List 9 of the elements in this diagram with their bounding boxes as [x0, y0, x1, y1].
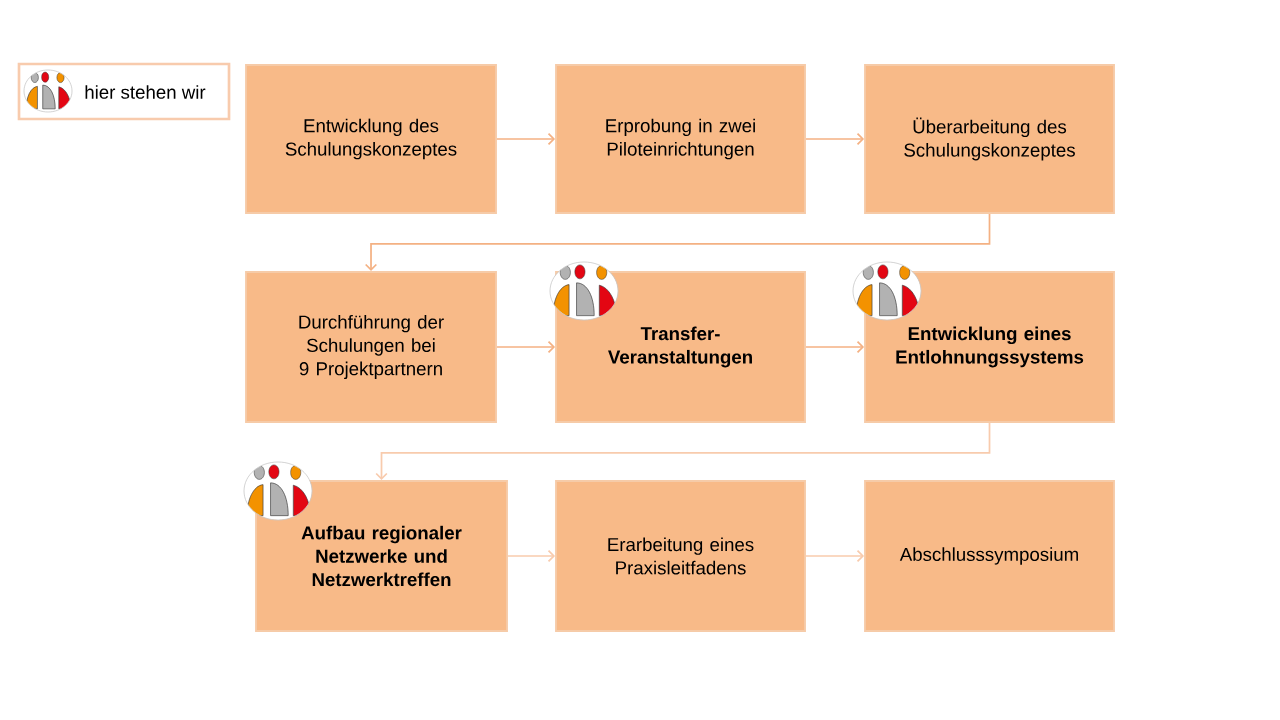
process-box: Überarbeitung des Schulungskonzeptes — [864, 64, 1115, 214]
process-box: Erarbeitung eines Praxisleitfadens — [555, 480, 806, 632]
process-box: Erprobung in zwei Piloteinrichtungen — [555, 64, 806, 214]
process-box: Entwicklung des Schulungskonzeptes — [245, 64, 497, 214]
process-box: Entwicklung eines Entlohnungssystems — [864, 271, 1115, 423]
process-box: Transfer- Veranstaltungen — [555, 271, 806, 423]
process-box: Aufbau regionaler Netzwerke und Netzwerktreffen — [255, 480, 508, 632]
process-box: Abschlusssymposium — [864, 480, 1115, 632]
process-box: Durchführung der Schulungen bei 9 Projektpartnern — [245, 271, 497, 423]
